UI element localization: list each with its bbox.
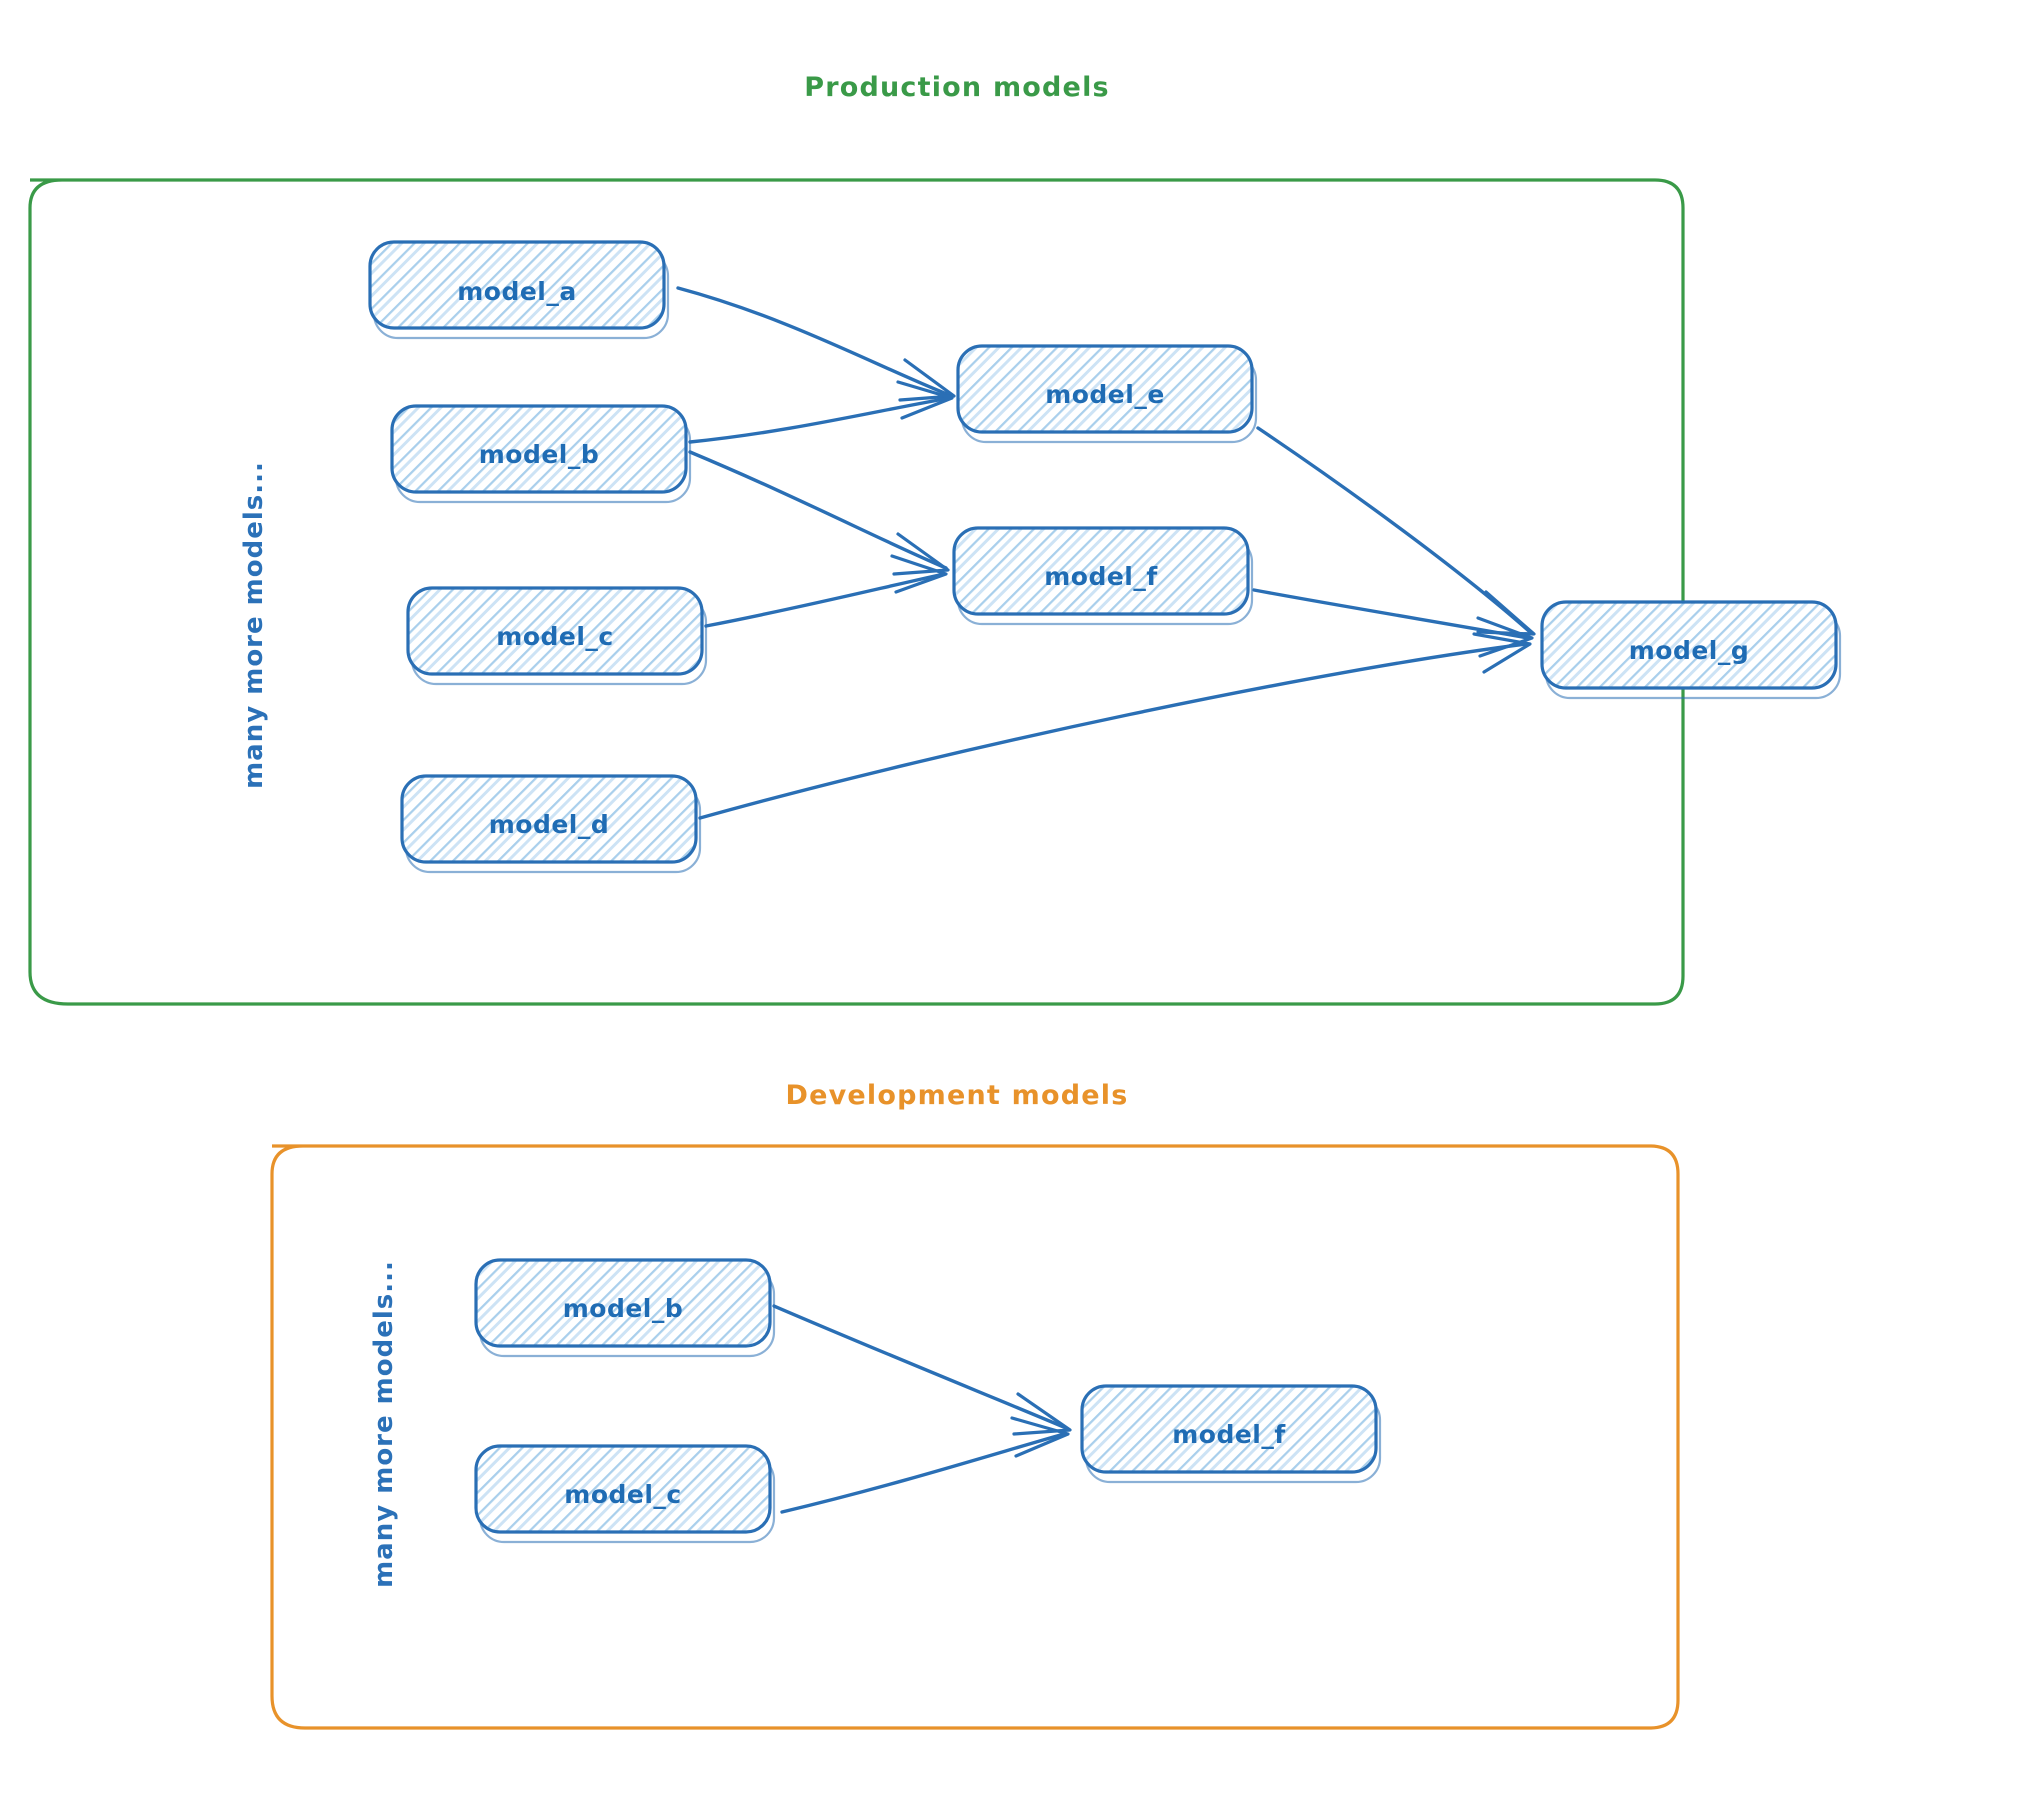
node-prod-model-c[interactable]: model_c <box>406 586 708 686</box>
production-group: Production models many more models... <box>28 72 1842 1006</box>
edge-model-a-to-model-e <box>676 286 956 402</box>
production-edges <box>676 286 1536 820</box>
node-prod-model-d[interactable]: model_d <box>400 774 702 874</box>
node-prod-model-a[interactable]: model_a <box>368 240 670 340</box>
node-dev-model-c[interactable]: model_c <box>474 1444 776 1544</box>
edge-model-c-to-model-f <box>704 554 948 628</box>
development-group-border <box>270 1144 1680 1730</box>
node-label-dev-model-b: model_b <box>563 1294 684 1323</box>
node-label-model-g: model_g <box>1629 636 1750 665</box>
edge-model-d-to-model-g <box>698 632 1532 820</box>
node-prod-model-e[interactable]: model_e <box>956 344 1258 444</box>
node-label-model-c: model_c <box>496 622 613 651</box>
production-side-label: many more models... <box>239 461 269 789</box>
node-dev-model-b[interactable]: model_b <box>474 1258 776 1358</box>
edge-model-b-to-model-e <box>688 380 954 444</box>
node-label-model-a: model_a <box>457 277 577 306</box>
node-prod-model-f[interactable]: model_f <box>952 526 1254 626</box>
edge-dev-model-c-to-model-f <box>780 1416 1070 1514</box>
node-label-model-e: model_e <box>1045 380 1165 409</box>
node-prod-model-b[interactable]: model_b <box>390 404 692 504</box>
development-group: Development models many more models... <box>270 1080 1680 1730</box>
production-group-border <box>28 178 1685 1006</box>
node-prod-model-g[interactable]: model_g <box>1540 600 1842 700</box>
node-label-model-b: model_b <box>479 440 600 469</box>
edge-model-f-to-model-g <box>1252 588 1534 658</box>
edge-dev-model-b-to-model-f <box>772 1304 1072 1436</box>
node-dev-model-f[interactable]: model_f <box>1080 1384 1382 1484</box>
edge-model-e-to-model-g <box>1256 426 1536 636</box>
development-side-label: many more models... <box>369 1260 399 1588</box>
edge-model-b-to-model-f <box>688 450 950 576</box>
development-group-title: Development models <box>786 1080 1129 1111</box>
node-label-model-d: model_d <box>489 810 610 839</box>
node-label-dev-model-c: model_c <box>564 1480 681 1509</box>
production-group-title: Production models <box>804 72 1110 103</box>
node-label-model-f: model_f <box>1044 562 1158 591</box>
node-label-dev-model-f: model_f <box>1172 1420 1286 1449</box>
development-edges <box>772 1304 1072 1514</box>
